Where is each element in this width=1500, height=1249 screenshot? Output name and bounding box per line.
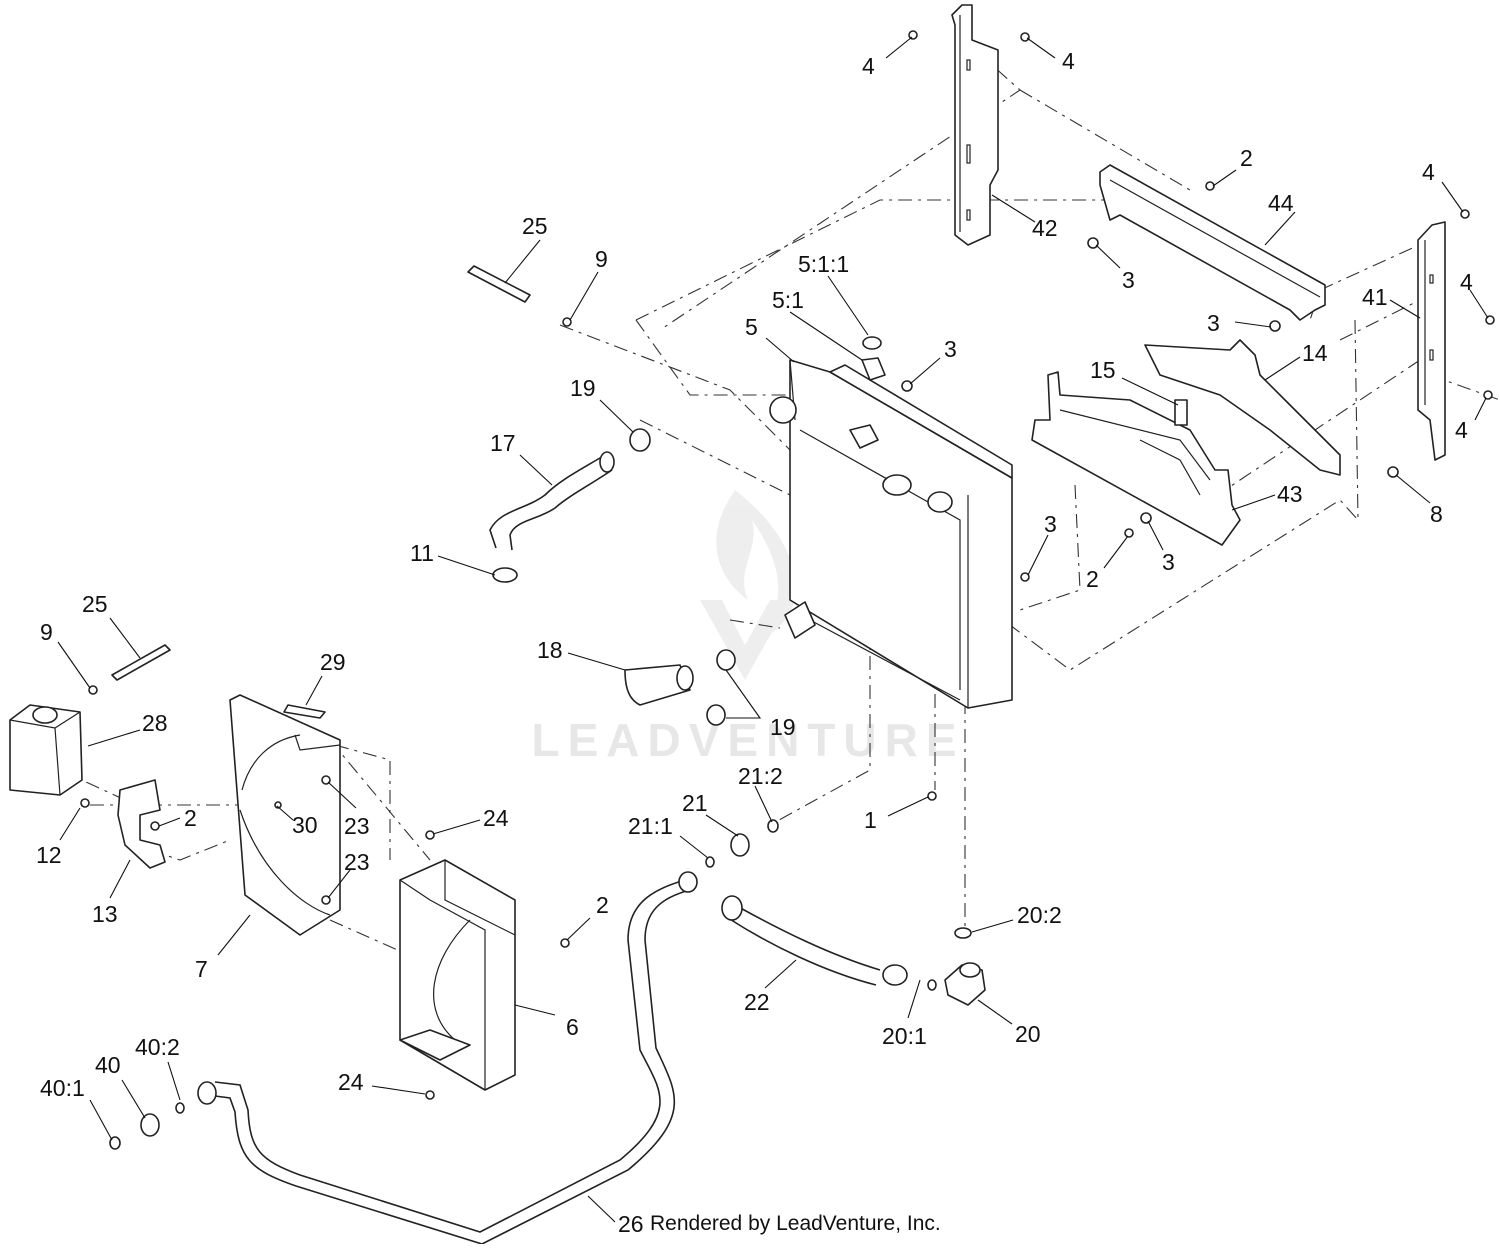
callout-label: 3 [1044, 511, 1057, 537]
callout-label: 17 [490, 430, 516, 456]
callout-label: 3 [1122, 267, 1135, 293]
shroud-6 [399, 859, 516, 1091]
callout-label: 5 [745, 314, 758, 340]
callout-label: 29 [320, 649, 346, 675]
callout-label: 43 [1277, 481, 1303, 507]
callout-label: 4 [1422, 159, 1435, 185]
callout-label: 4 [1062, 48, 1075, 74]
callout-label: 24 [338, 1069, 364, 1095]
callout-label: 24 [483, 805, 509, 831]
callout-label: 11 [410, 540, 434, 566]
radiator-cap [861, 336, 886, 381]
credit-text: Rendered by LeadVenture, Inc. [650, 1212, 941, 1235]
leader-lines [57, 36, 1489, 1223]
baffle-43 [1031, 371, 1241, 546]
callout-label: 6 [566, 1014, 579, 1040]
bracket-13 [117, 779, 166, 869]
callout-label: 2 [596, 892, 609, 918]
callout-label: 28 [142, 710, 168, 736]
callout-label: 3 [944, 336, 957, 362]
callout-label: 41 [1362, 284, 1388, 310]
callout-label: 3 [1162, 549, 1175, 575]
hose-22 [721, 895, 908, 986]
bracket-41 [1417, 221, 1446, 461]
callout-label: 20 [1015, 1021, 1041, 1047]
callout-label: 2 [184, 805, 197, 831]
brace-44 [1099, 164, 1326, 321]
callout-label: 7 [195, 956, 208, 982]
callout-label: 1 [864, 807, 877, 833]
callout-label: 2 [1086, 566, 1099, 592]
callouts: 4 4 42 2 44 3 4 4 41 3 14 4 15 8 43 3 2 … [36, 48, 1473, 1237]
fasteners [80, 30, 1495, 1100]
callout-label: 18 [537, 637, 563, 663]
callout-label: 23 [344, 813, 370, 839]
callout-label: 23 [344, 849, 370, 875]
reservoir-28 [9, 704, 83, 796]
callout-label: 20:2 [1017, 902, 1062, 928]
callout-label: 5:1:1 [798, 251, 849, 277]
watermark-text: LEADVENTURE [531, 714, 964, 766]
callout-label: 21 [682, 790, 708, 816]
callout-label: 26 [618, 1211, 644, 1237]
fitting-21 [705, 819, 779, 868]
callout-label: 40:1 [40, 1075, 85, 1101]
callout-label: 19 [570, 375, 596, 401]
callout-label: 4 [1455, 417, 1468, 443]
shroud-14 [1144, 339, 1341, 476]
callout-label: 21:1 [628, 813, 673, 839]
callout-label: 30 [292, 812, 318, 838]
bracket-42 [951, 4, 999, 246]
callout-label: 20:1 [882, 1023, 927, 1049]
callout-label: 40:2 [135, 1034, 180, 1060]
callout-label: 25 [522, 213, 548, 239]
watermark: LEADVENTURE [531, 490, 964, 766]
callout-label: 40 [95, 1052, 121, 1078]
callout-label: 25 [82, 591, 108, 617]
callout-label: 15 [1090, 357, 1116, 383]
radiator-5 [769, 359, 1013, 709]
callout-label: 9 [595, 246, 608, 272]
callout-label: 3 [1207, 310, 1220, 336]
tubing-25 [111, 265, 531, 681]
callout-label: 2 [1240, 145, 1253, 171]
callout-label: 12 [36, 842, 62, 868]
callout-label: 22 [744, 989, 770, 1015]
callout-label: 44 [1268, 190, 1294, 216]
upper-hose-17 [489, 451, 615, 583]
callout-label: 9 [40, 619, 53, 645]
callout-label: 4 [1460, 269, 1473, 295]
callout-label: 13 [92, 901, 118, 927]
lower-hose-18 [624, 664, 694, 706]
fitting-40 [109, 1102, 185, 1150]
callout-label: 14 [1302, 340, 1328, 366]
shroud-7 [229, 694, 341, 936]
callout-label: 42 [1032, 215, 1058, 241]
tube-26 [197, 871, 698, 1245]
elbow-20 [927, 927, 986, 1006]
decal-29 [283, 704, 326, 719]
callout-label: 4 [862, 53, 875, 79]
callout-label: 5:1 [772, 287, 804, 313]
callout-label: 21:2 [738, 763, 783, 789]
callout-label: 8 [1430, 501, 1443, 527]
callout-label: 19 [770, 714, 796, 740]
